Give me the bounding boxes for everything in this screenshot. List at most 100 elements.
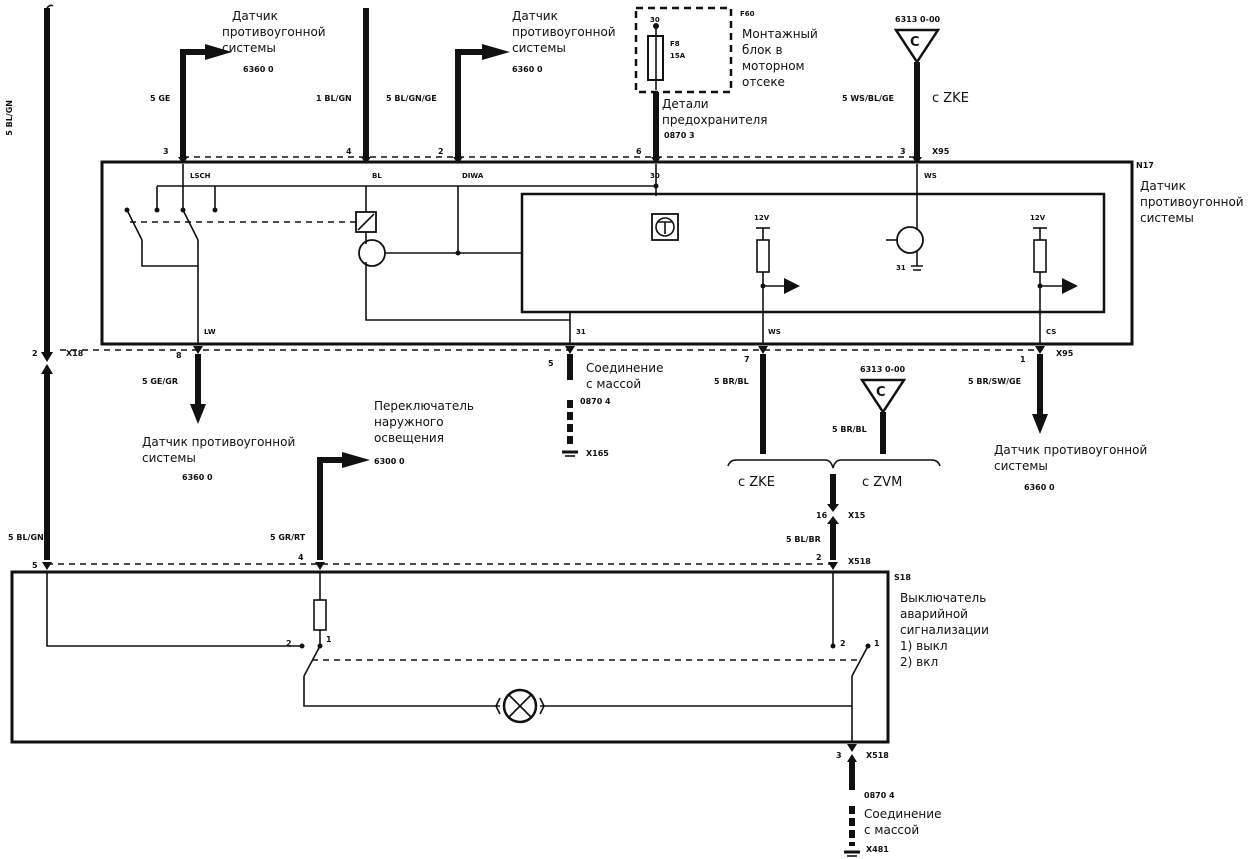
svg-text:5: 5 xyxy=(548,359,554,368)
svg-text:6300 0: 6300 0 xyxy=(374,457,405,466)
sensor-1-connector: 5 GE Датчик противоугонной системы 6360 … xyxy=(150,9,326,160)
svg-text:S18: S18 xyxy=(894,573,911,582)
svg-text:6313 0-00: 6313 0-00 xyxy=(895,15,941,24)
svg-text:X95: X95 xyxy=(932,147,950,156)
svg-text:DIWA: DIWA xyxy=(462,172,484,180)
n17-module: N17 Датчик противоугонной системы LSCH B… xyxy=(100,160,1244,346)
svg-text:Выключатель: Выключатель xyxy=(900,591,986,605)
svg-text:6313 0-00: 6313 0-00 xyxy=(860,365,906,374)
svg-text:0870 4: 0870 4 xyxy=(864,791,895,800)
svg-text:системы: системы xyxy=(512,41,566,55)
svg-text:5 GR/RT: 5 GR/RT xyxy=(270,533,306,542)
exterior-light-switch: Переключатель наружного освещения 6300 0… xyxy=(270,399,474,560)
svg-text:с ZKE: с ZKE xyxy=(738,475,775,490)
zke-zvm-junction: 5 BR/BL C 6313 0-00 5 BR/BL с ZKE с ZVM … xyxy=(714,354,941,560)
svg-text:X18: X18 xyxy=(66,349,84,358)
svg-text:1 BL/GN: 1 BL/GN xyxy=(316,94,352,103)
svg-text:5 GE: 5 GE xyxy=(150,94,170,103)
svg-text:7: 7 xyxy=(744,355,750,364)
svg-text:1) выкл: 1) выкл xyxy=(900,639,948,653)
svg-text:Соединение: Соединение xyxy=(864,807,941,821)
svg-text:LW: LW xyxy=(204,328,216,336)
connector-c-top: C 6313 0-00 5 WS/BL/GE с ZKE xyxy=(842,15,969,160)
svg-text:отсеке: отсеке xyxy=(742,75,785,89)
svg-text:CS: CS xyxy=(1046,328,1056,336)
svg-text:5 BL/GN: 5 BL/GN xyxy=(8,533,44,542)
svg-text:1: 1 xyxy=(326,635,332,644)
svg-text:противоугонной: противоугонной xyxy=(1140,195,1244,209)
svg-text:2: 2 xyxy=(286,639,292,648)
svg-text:Датчик противоугонной: Датчик противоугонной xyxy=(994,443,1147,457)
svg-text:Датчик: Датчик xyxy=(1140,179,1186,193)
svg-text:с ZKE: с ZKE xyxy=(932,91,969,106)
svg-text:противоугонной: противоугонной xyxy=(512,25,616,39)
svg-text:30: 30 xyxy=(650,172,660,180)
svg-text:12V: 12V xyxy=(1030,214,1046,222)
svg-text:2: 2 xyxy=(32,349,38,358)
svg-text:с массой: с массой xyxy=(586,377,641,391)
svg-text:аварийной: аварийной xyxy=(900,607,968,621)
svg-text:2: 2 xyxy=(816,553,822,562)
fuse-box-f60: 30 F8 15A F60 Монтажный блок в моторном … xyxy=(634,6,818,160)
svg-text:5 BR/BL: 5 BR/BL xyxy=(832,425,867,434)
svg-text:3: 3 xyxy=(836,751,842,760)
svg-text:6: 6 xyxy=(636,147,642,156)
sensor-right-lower: 5 BR/SW/GE Датчик противоугонной системы… xyxy=(968,354,1147,492)
svg-text:6360 0: 6360 0 xyxy=(243,65,274,74)
svg-text:сигнализации: сигнализации xyxy=(900,623,989,637)
left-main-wire: 5 BL/GN 2 X18 5 BL/GN xyxy=(5,4,84,560)
svg-text:с массой: с массой xyxy=(864,823,919,837)
svg-text:системы: системы xyxy=(1140,211,1194,225)
svg-text:1: 1 xyxy=(874,639,880,648)
svg-text:освещения: освещения xyxy=(374,431,444,445)
svg-text:F60: F60 xyxy=(740,10,755,18)
svg-text:30: 30 xyxy=(650,16,660,24)
svg-text:X95: X95 xyxy=(1056,349,1074,358)
svg-text:предохранителя: предохранителя xyxy=(662,113,767,127)
s18-top-connector: 5 4 2 X518 xyxy=(32,553,871,570)
svg-text:31: 31 xyxy=(576,328,586,336)
svg-text:системы: системы xyxy=(142,451,196,465)
svg-text:наружного: наружного xyxy=(374,415,444,429)
svg-text:WS: WS xyxy=(768,328,781,336)
s18-hazard-switch: S18 Выключатель аварийной сигнализации 1… xyxy=(10,570,989,744)
wire-1-blgn: 1 BL/GN xyxy=(316,8,369,160)
svg-text:2: 2 xyxy=(438,147,444,156)
svg-text:X518: X518 xyxy=(866,751,889,760)
svg-text:5 GE/GR: 5 GE/GR xyxy=(142,377,178,386)
svg-text:31: 31 xyxy=(896,264,906,272)
svg-text:N17: N17 xyxy=(1136,161,1154,170)
svg-text:5 BR/BL: 5 BR/BL xyxy=(714,377,749,386)
svg-text:Датчик: Датчик xyxy=(512,9,558,23)
n17-bottom-connector: 8 5 7 1 X95 xyxy=(60,346,1074,368)
svg-text:12V: 12V xyxy=(754,214,770,222)
svg-text:6360 0: 6360 0 xyxy=(182,473,213,482)
svg-text:BL: BL xyxy=(372,172,382,180)
svg-text:Переключатель: Переключатель xyxy=(374,399,474,413)
svg-text:Монтажный: Монтажный xyxy=(742,27,818,41)
svg-text:2: 2 xyxy=(840,639,846,648)
svg-text:системы: системы xyxy=(222,41,276,55)
svg-text:4: 4 xyxy=(346,147,352,156)
svg-text:C: C xyxy=(876,385,886,400)
svg-text:2) вкл: 2) вкл xyxy=(900,655,938,669)
svg-text:6360 0: 6360 0 xyxy=(1024,483,1055,492)
svg-text:Датчик противоугонной: Датчик противоугонной xyxy=(142,435,295,449)
svg-text:X15: X15 xyxy=(848,511,866,520)
svg-text:блок в: блок в xyxy=(742,43,783,57)
svg-text:моторном: моторном xyxy=(742,59,805,73)
svg-text:системы: системы xyxy=(994,459,1048,473)
svg-text:0870 3: 0870 3 xyxy=(664,131,695,140)
ground-2: 3 X518 0870 4 Соединение с массой X481 xyxy=(836,744,941,857)
sensor-2-connector: 5 BL/GN/GE Датчик противоугонной системы… xyxy=(386,9,616,160)
svg-text:Детали: Детали xyxy=(662,97,709,111)
svg-text:3: 3 xyxy=(900,147,906,156)
svg-text:4: 4 xyxy=(298,553,304,562)
sensor-left-lower: 5 GE/GR Датчик противоугонной системы 63… xyxy=(142,354,295,482)
svg-text:F8: F8 xyxy=(670,40,680,48)
svg-text:5 BL/GN: 5 BL/GN xyxy=(5,100,14,136)
svg-text:с ZVM: с ZVM xyxy=(862,475,902,490)
svg-text:5 WS/BL/GE: 5 WS/BL/GE xyxy=(842,94,894,103)
svg-text:3: 3 xyxy=(163,147,169,156)
